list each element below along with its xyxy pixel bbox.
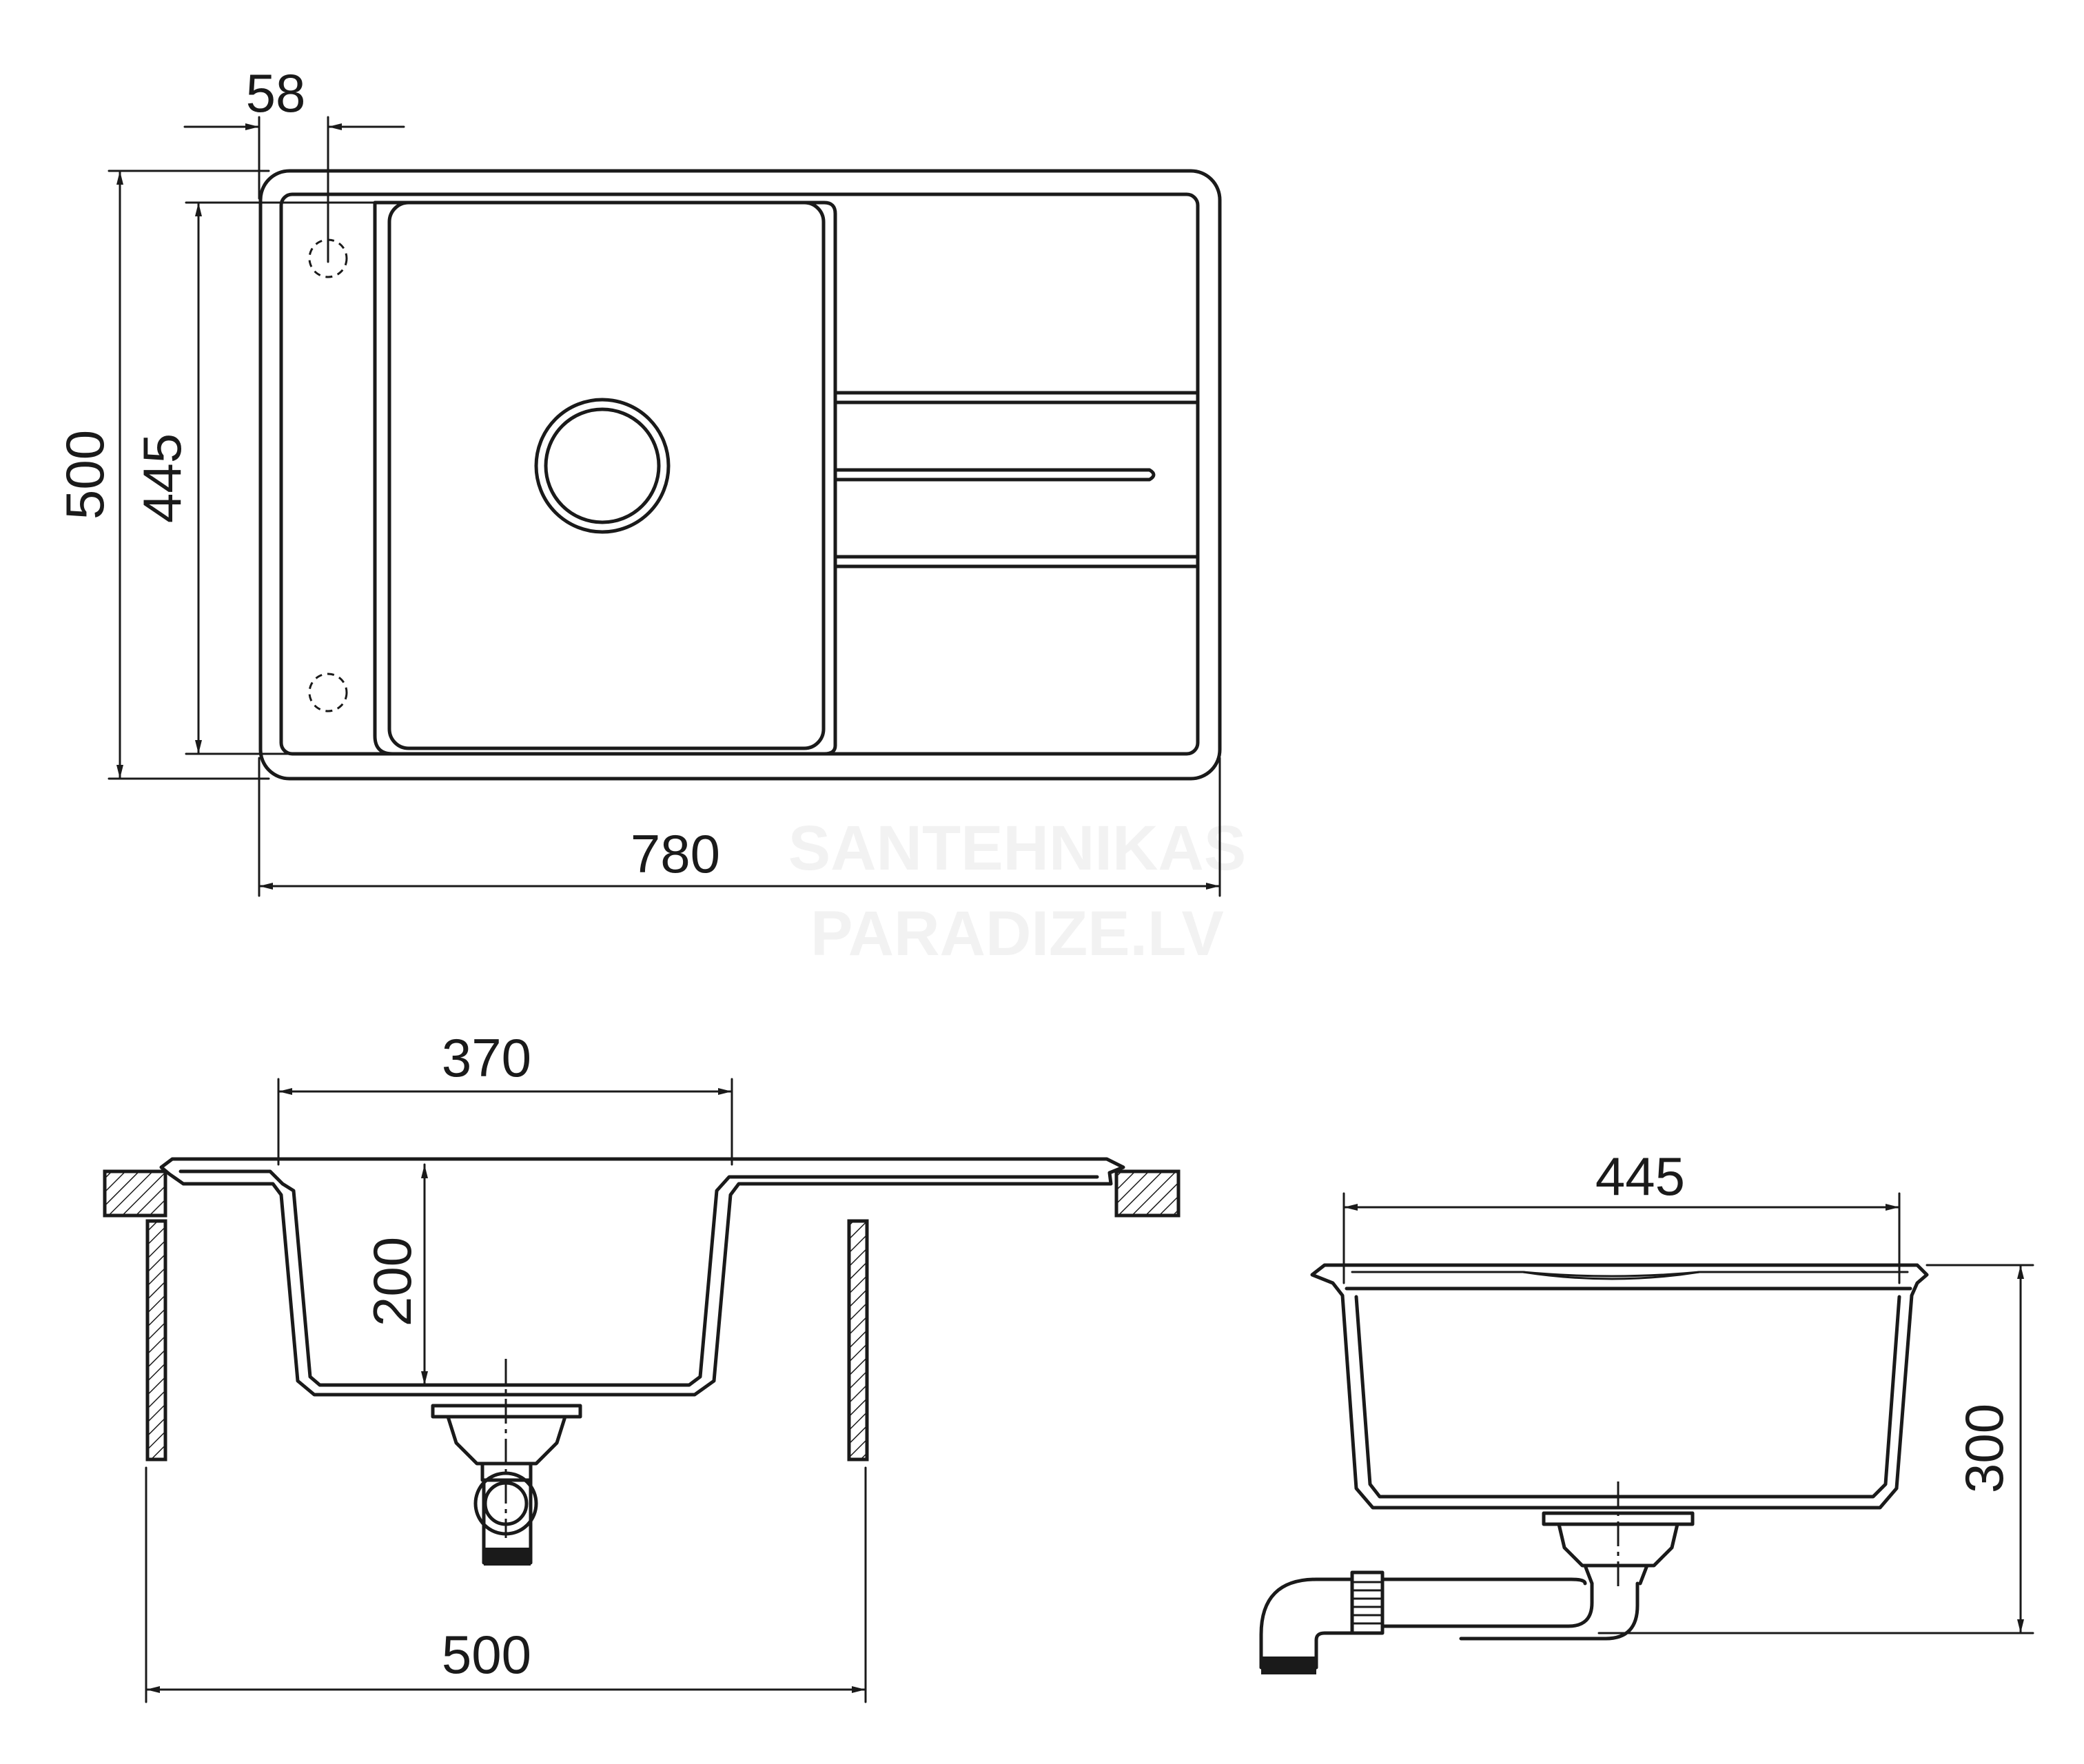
drain-outer-ring (534, 398, 671, 534)
cabinet-wall-right (847, 1219, 869, 1462)
dim-bowl-depth-label: 445 (132, 433, 192, 523)
dim-overall-depth-label: 500 (54, 430, 115, 520)
side-section-view (1259, 1263, 1929, 1674)
tap-hole-bottom (308, 673, 348, 712)
bowl-side-inner (1345, 1286, 1912, 1499)
drain-inner-ring (544, 407, 661, 524)
dim-bowl-height-label: 200 (362, 1237, 422, 1326)
side-drain-neck (1583, 1563, 1649, 1586)
bowl-inner (387, 201, 826, 750)
top-view (258, 169, 1222, 781)
side-outlet-pipe (1380, 1577, 1594, 1628)
dim-bowl-length: 445 (1342, 1146, 1901, 1284)
rim-lip-curve (1522, 1271, 1701, 1280)
trap-elbow (1259, 1577, 1354, 1670)
elbow-thread (1261, 1657, 1316, 1674)
dim-overall-width-label: 780 (631, 823, 720, 884)
dim-cabinet-width: 500 (145, 1466, 867, 1703)
sink-profile-outer (159, 1157, 1125, 1397)
dim-bowl-width-label: 370 (442, 1027, 531, 1088)
dim-edge-offset: 58 (183, 63, 405, 263)
cabinet-wall-left (145, 1219, 167, 1462)
dim-bowl-width: 370 (277, 1027, 733, 1166)
dim-cabinet-width-label: 500 (442, 1624, 531, 1685)
dim-total-height: 300 (1597, 1264, 2034, 1634)
drain-neck (480, 1462, 533, 1482)
sink-inner-rim (279, 192, 1200, 756)
dim-bowl-length-label: 445 (1595, 1146, 1685, 1207)
bowl-outer (373, 201, 837, 756)
dim-overall-depth: 500 (54, 170, 270, 780)
countertop-right (1114, 1169, 1181, 1218)
sink-profile-inner (178, 1169, 1099, 1387)
countertop-left (103, 1169, 167, 1218)
rim-top-curve (1351, 1271, 1909, 1278)
drainboard (833, 391, 1200, 568)
dim-bowl-depth: 445 (132, 201, 387, 755)
watermark-line-1: SANTEHNIKAS (788, 813, 1246, 883)
dim-bowl-height: 200 (362, 1163, 428, 1386)
sink-outer-rim (258, 169, 1222, 781)
dim-overall-width: 780 (258, 757, 1221, 897)
side-outlet-pipe-lower (1459, 1581, 1639, 1641)
watermark-line-2: PARADIZE.LV (810, 899, 1224, 969)
dim-total-height-label: 300 (1954, 1404, 2014, 1493)
dim-edge-offset-label: 58 (246, 63, 306, 123)
pipe-coupling (1350, 1570, 1385, 1635)
front-section-view (103, 1157, 1181, 1566)
bowl-side-outer (1310, 1263, 1929, 1510)
watermark: SANTEHNIKAS PARADIZE.LV (788, 813, 1246, 969)
outlet-thread (484, 1548, 531, 1566)
coupling-thread (1351, 1581, 1384, 1625)
